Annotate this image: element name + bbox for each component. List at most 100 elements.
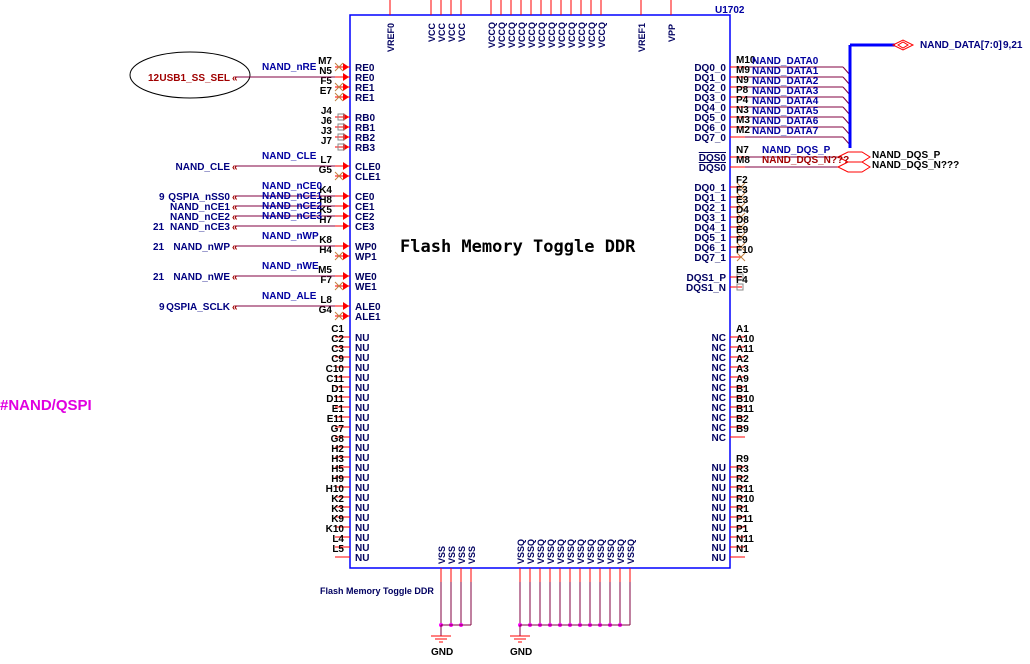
- pin-number: J6: [321, 116, 333, 127]
- pin-name: WP1: [355, 252, 377, 263]
- no-connect-icon: [736, 182, 746, 192]
- pin-number: E7: [320, 86, 333, 97]
- pin-name-nu: NU: [712, 473, 726, 484]
- pin-number: H7: [319, 215, 332, 226]
- pin-number: F9: [736, 235, 748, 246]
- no-connect-icon: [736, 192, 746, 202]
- pin-number: M10: [736, 55, 756, 66]
- bus-label: NAND_DATA[7:0]: [920, 40, 1002, 51]
- pin-name-nu: NU: [355, 423, 369, 434]
- pin-number: C10: [326, 364, 345, 375]
- pin-number: P4: [736, 95, 749, 106]
- pin-name-nu: NU: [712, 513, 726, 524]
- pin-number: H10: [326, 484, 345, 495]
- pin-name: DQ2_1: [694, 203, 726, 214]
- pin-number: R11: [736, 484, 754, 495]
- pin-name: WE0: [355, 272, 377, 283]
- bus-port-icon[interactable]: [891, 39, 915, 51]
- unconnected-square-icon: [337, 143, 345, 151]
- net-label: NAND_nRE: [262, 62, 317, 73]
- pin-name-nu: NU: [355, 333, 369, 344]
- pin-name: VSSQ: [586, 539, 596, 564]
- pin-name-nu: NU: [355, 513, 369, 524]
- offpage-connector-icon: «: [232, 222, 238, 233]
- pin-name: CLE0: [355, 162, 381, 173]
- pin-number: A1: [736, 324, 749, 335]
- pin-name: RE0: [355, 73, 375, 84]
- component-footer: Flash Memory Toggle DDR: [320, 586, 434, 596]
- pin-arrow-icon: [343, 222, 349, 230]
- pin-arrow-icon: [343, 252, 349, 260]
- pin-number: R9: [736, 454, 749, 465]
- pin-number: K2: [331, 494, 344, 505]
- offpage-port-label: QSPIA_nSS0: [168, 192, 230, 203]
- pin-number: B11: [736, 404, 754, 415]
- pin-number: M9: [736, 65, 750, 76]
- offpage-port-label: USB1_SS_SEL: [159, 73, 230, 84]
- pin-number: P8: [736, 85, 749, 96]
- offpage-connector-icon: «: [232, 302, 238, 313]
- pin-name: VCCQ: [557, 22, 567, 48]
- pin-number: H3: [331, 454, 344, 465]
- pin-number: D1: [331, 384, 344, 395]
- port-label: NAND_DQS_N???: [872, 160, 959, 171]
- pin-name: VCCQ: [497, 22, 507, 48]
- pin-number: K4: [319, 185, 332, 196]
- pin-number: M3: [736, 115, 750, 126]
- pin-name: VCC: [447, 22, 457, 42]
- pin-name: DQ4_1: [694, 223, 726, 234]
- pin-arrow-icon: [343, 172, 349, 180]
- pin-name: DQS0: [699, 153, 727, 164]
- pin-name: VCCQ: [547, 22, 557, 48]
- pin-number: L7: [320, 155, 332, 166]
- component-body[interactable]: [349, 14, 731, 569]
- pin-number: M8: [736, 155, 750, 166]
- pin-name: DQ0_0: [694, 63, 726, 74]
- pin-name-nu: NU: [355, 553, 369, 564]
- pin-number: J3: [321, 126, 333, 137]
- pin-name: VSSQ: [616, 539, 626, 564]
- offpage-connector-icon: «: [232, 192, 238, 203]
- gnd-label: GND: [510, 647, 532, 658]
- pin-number: A10: [736, 334, 755, 345]
- pin-name: DQ0_1: [694, 183, 726, 194]
- pin-name: VCC: [437, 22, 447, 42]
- pin-number: D8: [736, 215, 749, 226]
- offpage-connector-icon: «: [232, 212, 238, 223]
- pin-name: DQS0: [699, 163, 727, 174]
- pin-number: R2: [736, 474, 749, 485]
- pin-number: H9: [331, 474, 344, 485]
- pin-number: A11: [736, 344, 754, 355]
- bus-sheet-ref: 9,21: [1003, 40, 1023, 51]
- sheet-ref: 9: [159, 192, 165, 203]
- pin-number: K8: [319, 235, 332, 246]
- pin-name-nu: NU: [355, 473, 369, 484]
- pin-name: CLE1: [355, 172, 381, 183]
- pin-name: DQ7_0: [694, 133, 726, 144]
- unconnected-square-icon: [337, 123, 345, 131]
- pin-number: M2: [736, 125, 750, 136]
- pin-name-nu: NU: [355, 493, 369, 504]
- pin-number: F5: [320, 76, 332, 87]
- pin-name-nu: NU: [712, 463, 726, 474]
- no-connect-icon: [334, 281, 344, 291]
- pin-name-nu: NU: [355, 433, 369, 444]
- pin-name-nc: NC: [712, 423, 726, 434]
- pin-number: H4: [319, 245, 332, 256]
- no-connect-icon: [334, 251, 344, 261]
- port-connector-icon[interactable]: [836, 161, 871, 173]
- pin-name-nu: NU: [712, 553, 726, 564]
- gnd-label: GND: [431, 647, 453, 658]
- net-label: NAND_nWP: [262, 231, 319, 242]
- pin-name: RB3: [355, 143, 375, 154]
- pin-number: B9: [736, 424, 749, 435]
- pin-name: DQ4_0: [694, 103, 726, 114]
- offpage-port-label: NAND_nWP: [173, 242, 230, 253]
- no-connect-icon: [334, 62, 344, 72]
- pin-name: VCC: [457, 22, 467, 42]
- sheet-tag: #NAND/QSPI: [0, 397, 92, 414]
- sheet-ref: 21: [153, 222, 165, 233]
- pin-name-nc: NC: [712, 353, 726, 364]
- pin-number: J7: [321, 136, 333, 147]
- offpage-port-label: QSPIA_SCLK: [166, 302, 231, 313]
